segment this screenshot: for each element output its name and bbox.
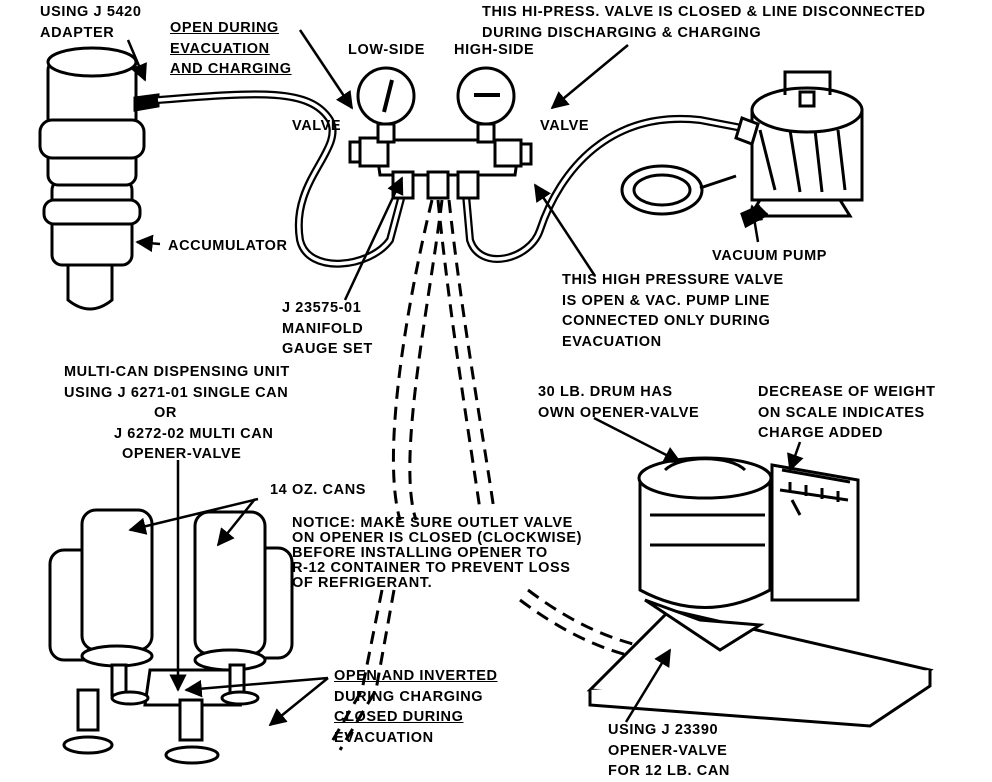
open-during-evacuation-label: OPEN DURING EVACUATION AND CHARGING [170,20,292,77]
low-side-label: LOW-SIDE [348,42,426,58]
charging-hoses-dashed [328,199,651,751]
leader-arrows [126,29,804,727]
open-inverted-label: OPEN AND INVERTED DURING CHARGING CLOSED… [334,668,498,746]
notice-text: NOTICE: MAKE SURE OUTLET VALVE ON OPENER… [292,515,583,591]
opener-valve-label: USING J 23390 OPENER-VALVE FOR 12 LB. CA… [608,722,730,779]
multi-can-label: MULTI-CAN DISPENSING UNIT USING J 6271-0… [64,364,290,462]
adapter-label: USING J 5420 ADAPTER [40,4,142,41]
vacuum-pump-drawing [620,70,864,229]
hi-press-valve-note: THIS HI-PRESS. VALVE IS CLOSED & LINE DI… [482,4,926,41]
scale-weight-label: DECREASE OF WEIGHT ON SCALE INDICATES CH… [758,384,936,441]
manifold-gauge-set [348,66,533,200]
accumulator-label: ACCUMULATOR [168,238,288,254]
valve-right-label: VALVE [540,118,590,134]
accumulator-drawing [38,46,160,311]
drum-label: 30 LB. DRUM HAS OWN OPENER-VALVE [538,384,700,421]
scale-and-drum [586,456,934,728]
high-side-label: HIGH-SIDE [454,42,535,58]
multi-can-unit [48,508,294,765]
high-pressure-valve-note: THIS HIGH PRESSURE VALVE IS OPEN & VAC. … [562,272,784,350]
hoses [157,90,743,268]
cans-label: 14 OZ. CANS [270,482,367,498]
valve-left-label: VALVE [292,118,342,134]
manifold-gauge-set-label: J 23575-01 MANIFOLD GAUGE SET [282,300,373,357]
vacuum-pump-label: VACUUM PUMP [712,248,828,264]
